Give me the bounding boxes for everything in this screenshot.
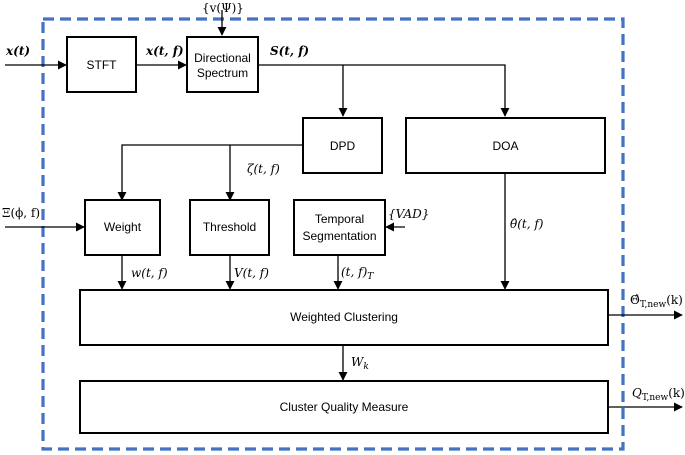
cluster-quality-measure-block: Cluster Quality Measure [79, 380, 609, 434]
weighted-clustering-label: Weighted Clustering [290, 310, 398, 324]
zeta-label: ζ(t, f) [247, 162, 280, 176]
quality-output-label: QT,new(k) [632, 386, 685, 403]
segmentation-output-label: (t, f)T [341, 265, 374, 282]
input-signal-label: x(t) [5, 44, 30, 58]
temporal-segmentation-label-line1: Temporal [315, 212, 364, 226]
stft-block: STFT [66, 36, 137, 93]
temporal-segmentation-block: Temporal Segmentation [293, 199, 386, 256]
dpd-to-weight-arrow [117, 144, 303, 201]
connections [5, 10, 683, 412]
xi-label: Ξ(ϕ, f) [2, 206, 40, 220]
doa-block: DOA [405, 117, 606, 174]
threshold-block: Threshold [189, 199, 270, 256]
doa-label: DOA [492, 139, 518, 153]
threshold-label: Threshold [203, 220, 256, 234]
dpd-block: DPD [302, 117, 383, 174]
weight-output-label: w(t, f) [131, 266, 168, 280]
steering-vector-label: {v(Ψ)} [202, 1, 244, 15]
threshold-output-label: V(t, f) [234, 266, 269, 280]
stft-output-label: x(t, f) [145, 44, 184, 58]
stft-label: STFT [87, 58, 118, 72]
directional-spectrum-block: Directional Spectrum [186, 36, 259, 93]
dpd-label: DPD [330, 139, 356, 153]
spectrum-label: S(t, f) [270, 44, 309, 58]
system-boundary [41, 17, 625, 451]
directional-spectrum-label-line2: Spectrum [197, 66, 248, 80]
vad-label: {VAD} [388, 207, 429, 221]
directional-spectrum-label-line1: Directional [194, 51, 251, 65]
weight-label: Weight [104, 220, 142, 234]
wk-label: Wk [351, 355, 369, 372]
temporal-segmentation-label-line2: Segmentation [302, 229, 376, 243]
theta-output-label: Θ̂T,new(k) [630, 293, 683, 310]
weighted-clustering-block: Weighted Clustering [79, 289, 609, 346]
spectrum-to-doa-arrow [258, 64, 510, 117]
theta-hat-label: θ̂(t, f) [510, 217, 544, 231]
weight-block: Weight [84, 199, 161, 256]
cluster-quality-measure-label: Cluster Quality Measure [280, 400, 409, 414]
